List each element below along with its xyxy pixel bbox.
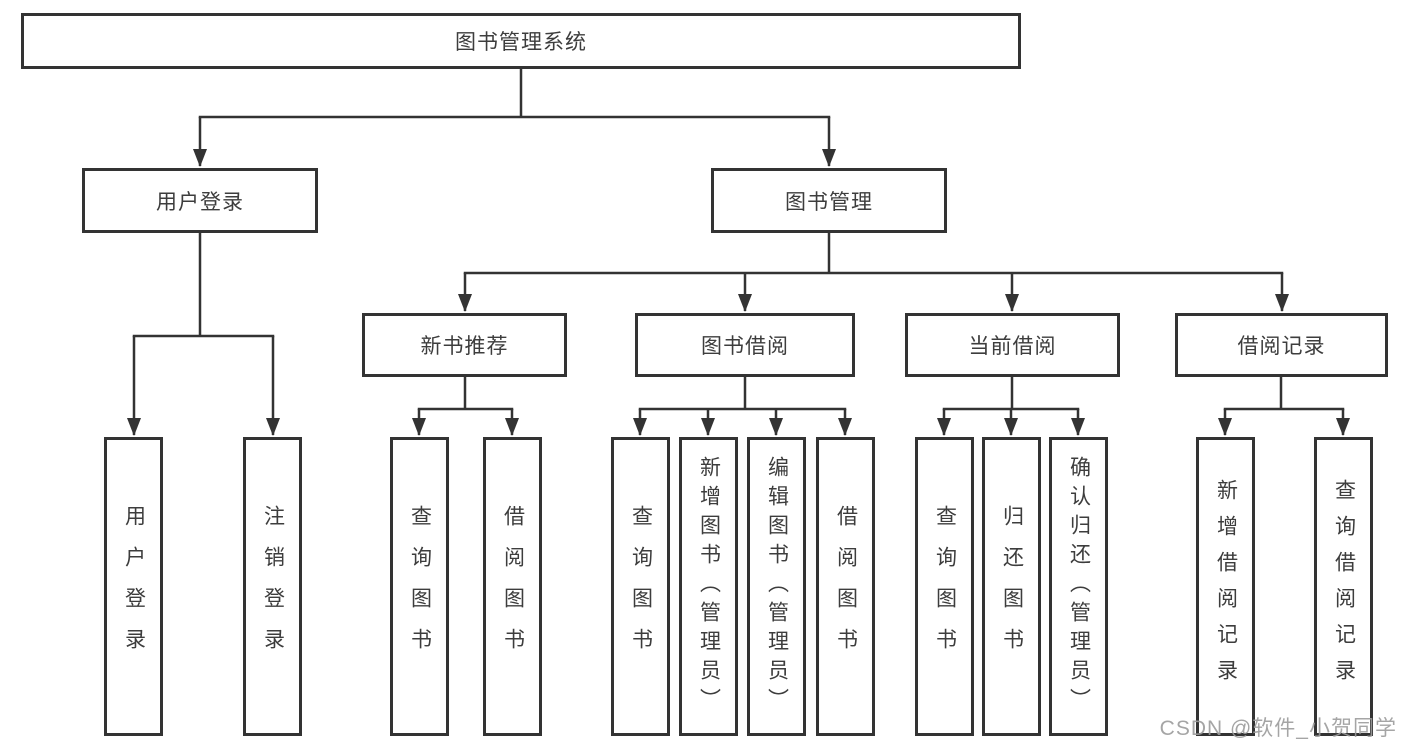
leaf-borrow-books: 借阅图书 (816, 437, 875, 736)
leaf-query-borrow-record: 查询借阅记录 (1314, 437, 1373, 736)
node-user-login: 用户登录 (82, 168, 318, 233)
leaf-add-borrow-record: 新增借阅记录 (1196, 437, 1255, 736)
leaf-query-books: 查询图书 (915, 437, 974, 736)
leaf-user-login: 用户登录 (104, 437, 163, 736)
leaf-return-books: 归还图书 (982, 437, 1041, 736)
node-new-book-recommendation: 新书推荐 (362, 313, 567, 377)
leaf-query-books: 查询图书 (390, 437, 449, 736)
leaf-query-books: 查询图书 (611, 437, 670, 736)
leaf-add-books-admin: 新增图书（管理员） (679, 437, 738, 736)
leaf-confirm-return-admin: 确认归还（管理员） (1049, 437, 1108, 736)
leaf-logout: 注销登录 (243, 437, 302, 736)
leaf-borrow-books: 借阅图书 (483, 437, 542, 736)
leaf-edit-books-admin: 编辑图书（管理员） (747, 437, 806, 736)
node-library-management-system: 图书管理系统 (21, 13, 1021, 69)
node-book-management: 图书管理 (711, 168, 947, 233)
node-book-borrowing: 图书借阅 (635, 313, 855, 377)
node-borrowing-records: 借阅记录 (1175, 313, 1388, 377)
csdn-watermark: CSDN @软件_小贺同学 (1159, 717, 1397, 740)
node-current-borrowing: 当前借阅 (905, 313, 1120, 377)
